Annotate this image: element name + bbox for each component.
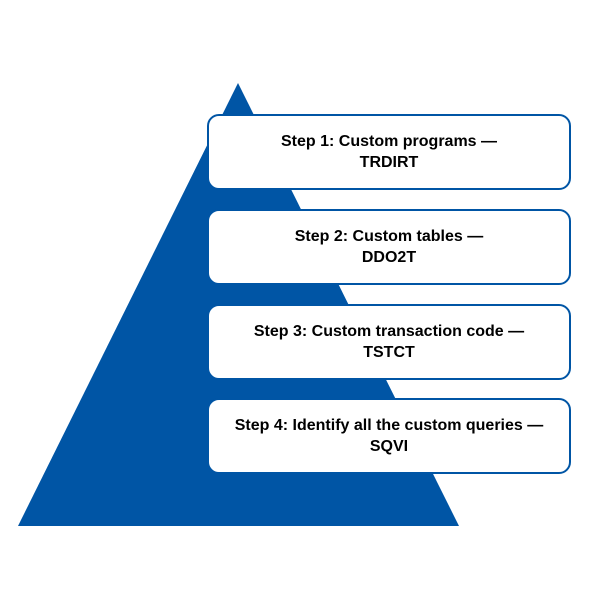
step-title: Step 3: Custom transaction code — xyxy=(253,323,525,340)
step-code: TRDIRT xyxy=(359,154,419,171)
step-box-3: Step 3: Custom transaction code — TSTCT xyxy=(207,304,571,380)
step-code: DDO2T xyxy=(361,249,417,266)
step-code: TSTCT xyxy=(363,344,415,361)
step-box-2: Step 2: Custom tables — DDO2T xyxy=(207,209,571,285)
step-box-4: Step 4: Identify all the custom queries … xyxy=(207,398,571,474)
step-box-1: Step 1: Custom programs — TRDIRT xyxy=(207,114,571,190)
step-title: Step 2: Custom tables — xyxy=(294,228,484,245)
step-title: Step 4: Identify all the custom queries … xyxy=(234,417,544,434)
step-title: Step 1: Custom programs — xyxy=(280,133,498,150)
step-code: SQVI xyxy=(369,438,409,455)
